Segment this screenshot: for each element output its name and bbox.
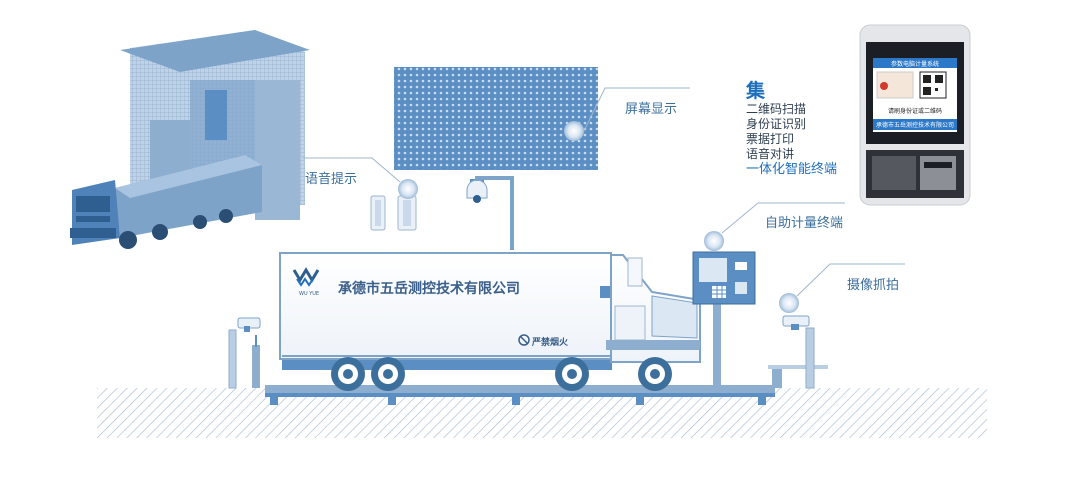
right-bullet-camera xyxy=(782,315,810,330)
voice-marker-dot xyxy=(398,179,418,199)
kiosk-photo-top-banner: 参数电脑计量系统 xyxy=(890,61,939,68)
voice-prompt-speakers xyxy=(370,195,417,231)
dome-camera xyxy=(466,179,488,203)
truck-logo-text: WU YUE xyxy=(299,291,320,297)
kiosk-photo xyxy=(859,24,971,206)
screen-display-label: 屏幕显示 xyxy=(625,102,678,117)
feature-item: 身份证识别 xyxy=(746,117,807,131)
feature-list: 集 二维码扫描 身份证识别 票据打印 语音对讲 一体化智能终端 xyxy=(746,80,837,177)
no-smoking-icon xyxy=(518,334,530,346)
truck-wheels xyxy=(331,357,672,391)
feature-heading: 集 xyxy=(746,80,766,102)
self-service-kiosk xyxy=(692,251,756,388)
camera-capture-label: 摄像抓拍 xyxy=(847,278,900,293)
camera-pole xyxy=(475,176,514,250)
camera-callout-line xyxy=(796,263,905,297)
weighbridge-platform xyxy=(265,385,775,405)
camera-marker-dot xyxy=(779,293,799,313)
screen-marker-dot xyxy=(564,121,584,141)
feature-item: 二维码扫描 xyxy=(746,102,807,116)
kiosk-photo-bottom-banner: 承德市五岳测控技术有限公司 xyxy=(875,122,954,129)
truck-logo xyxy=(292,267,320,287)
led-display-screen xyxy=(394,67,598,170)
voice-prompt-label: 语音提示 xyxy=(305,172,358,187)
feature-item: 票据打印 xyxy=(746,132,795,146)
no-smoking-warning: 严禁烟火 xyxy=(532,338,569,348)
left-bullet-camera xyxy=(237,317,261,332)
left-barrier-gate xyxy=(228,329,260,389)
feature-highlight: 一体化智能终端 xyxy=(746,162,838,177)
box-truck xyxy=(279,252,701,370)
terminal-marker-dot xyxy=(704,231,724,251)
self-service-terminal-label: 自助计量终端 xyxy=(765,216,844,231)
voice-callout-line xyxy=(303,157,401,183)
container-truck-illustration xyxy=(70,155,262,249)
terminal-callout-line xyxy=(721,202,845,234)
kiosk-photo-middle-text: 请刷身份证或二维码 xyxy=(887,108,942,115)
screen-callout-line xyxy=(583,87,690,132)
truck-company-name: 承德市五岳测控技术有限公司 xyxy=(338,281,520,297)
right-barrier-gate xyxy=(768,327,828,389)
feature-item: 语音对讲 xyxy=(746,147,795,161)
